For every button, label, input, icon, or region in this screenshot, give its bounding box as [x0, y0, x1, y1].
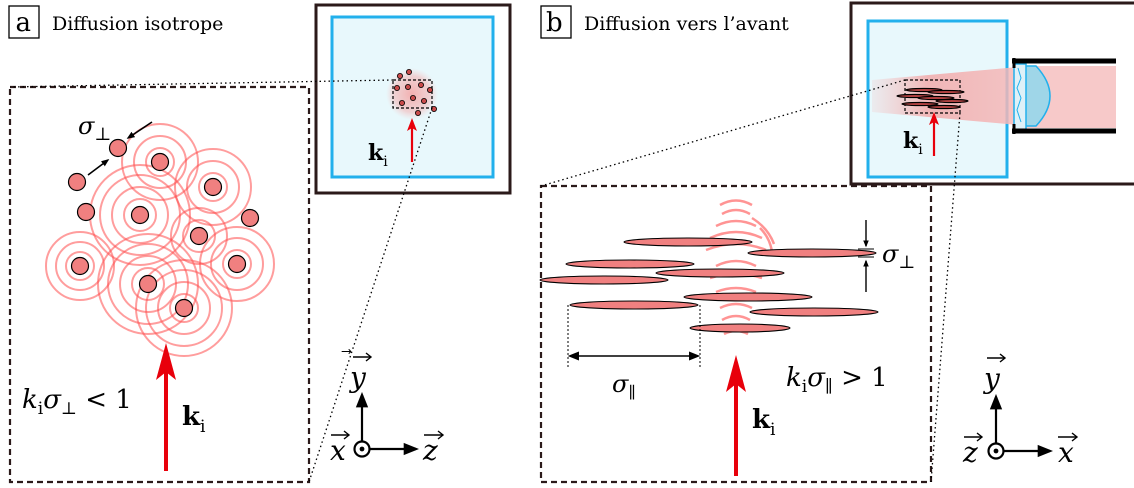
sigma-perp-arrow-top	[126, 121, 153, 139]
panel-a-letter-box	[8, 5, 40, 39]
elongated-particle	[569, 300, 699, 310]
wave-ring-set	[199, 226, 275, 302]
ki-label-b: ki	[752, 405, 776, 440]
elongated-particle	[749, 307, 879, 317]
particle	[189, 226, 209, 246]
sigma-perp-arrow-bottom	[87, 159, 110, 176]
particle	[70, 256, 90, 276]
elongated-particle	[655, 268, 785, 278]
axis-z-label-a: z	[422, 434, 438, 467]
elongated-particle	[539, 275, 669, 285]
panel-a-letter: a	[16, 8, 32, 38]
particle	[67, 172, 87, 192]
inset-b-zoom-box	[904, 79, 961, 114]
panel-b-title: Diffusion vers l’avant	[584, 13, 789, 35]
sigma-perp-label-b: σ⊥	[882, 240, 915, 273]
axes-panel-a: y ⃗ x z	[330, 349, 445, 467]
elongated-particle	[565, 259, 695, 269]
wave-ring-set	[45, 231, 115, 301]
incident-wave-arrowhead-a	[156, 343, 176, 380]
panel-a-title: Diffusion isotrope	[52, 13, 223, 35]
wave-ring-set	[135, 259, 233, 357]
inset-b-particles	[896, 87, 969, 110]
elongated-particle	[623, 237, 753, 247]
inset-a: ki	[314, 3, 512, 195]
inset-a-ki-label: ki	[368, 140, 388, 170]
axis-x-label-a: x	[330, 434, 346, 467]
ki-label-a: ki	[182, 402, 206, 437]
panel-b: b Diffusion vers l’avant	[539, 1, 1134, 484]
panel-b-zoom-frame	[539, 184, 933, 484]
zoom-connector	[540, 79, 906, 187]
inset-b-lens	[1023, 65, 1051, 127]
inset-a-particles	[393, 69, 437, 117]
panel-a-zoom-frame	[8, 85, 311, 484]
elongated-particle	[689, 323, 791, 333]
particle	[108, 138, 128, 158]
panel-a: a Diffusion isotrope	[8, 3, 512, 484]
vector-arrow: ⃗	[341, 349, 352, 354]
sigma-perp-label-a: σ⊥	[78, 112, 111, 145]
axis-y-label-a: y	[348, 361, 367, 394]
inset-a-zoom-box	[392, 79, 433, 109]
sigma-par-label: σ∥	[612, 370, 636, 402]
wave-ring-set	[121, 123, 199, 201]
panel-b-letter-box	[540, 5, 572, 39]
condition-avant: kiσ∥ > 1	[786, 363, 888, 397]
particle	[130, 205, 150, 225]
axis-x-label-b: x	[1058, 436, 1074, 469]
elongated-particle	[747, 248, 877, 258]
particle	[174, 298, 194, 318]
particle	[227, 254, 247, 274]
particle	[76, 202, 96, 222]
inset-a-scatter-cloud	[386, 68, 438, 120]
zoom-connector	[930, 112, 961, 483]
condition-isotrope: kiσ⊥ < 1	[22, 385, 132, 419]
axis-y-label-b: y	[982, 362, 1001, 395]
particles-panel-a	[67, 138, 260, 318]
panel-b-letter: b	[546, 8, 563, 38]
wave-ring-set	[174, 148, 252, 226]
particles-panel-b	[539, 237, 879, 333]
axis-z-label-b: z	[962, 436, 978, 469]
inset-b-ki-label: ki	[903, 128, 923, 158]
particle	[240, 208, 260, 228]
axes-panel-b: y z x	[962, 353, 1079, 469]
particle	[203, 177, 223, 197]
zoom-connector	[9, 79, 394, 88]
elongated-particle	[683, 292, 813, 302]
particle	[138, 274, 158, 294]
inset-b: ki	[849, 1, 1134, 186]
incident-wave-arrowhead-b	[726, 355, 746, 392]
inset-b-scattered-beam	[872, 66, 1030, 126]
particle	[150, 152, 170, 172]
